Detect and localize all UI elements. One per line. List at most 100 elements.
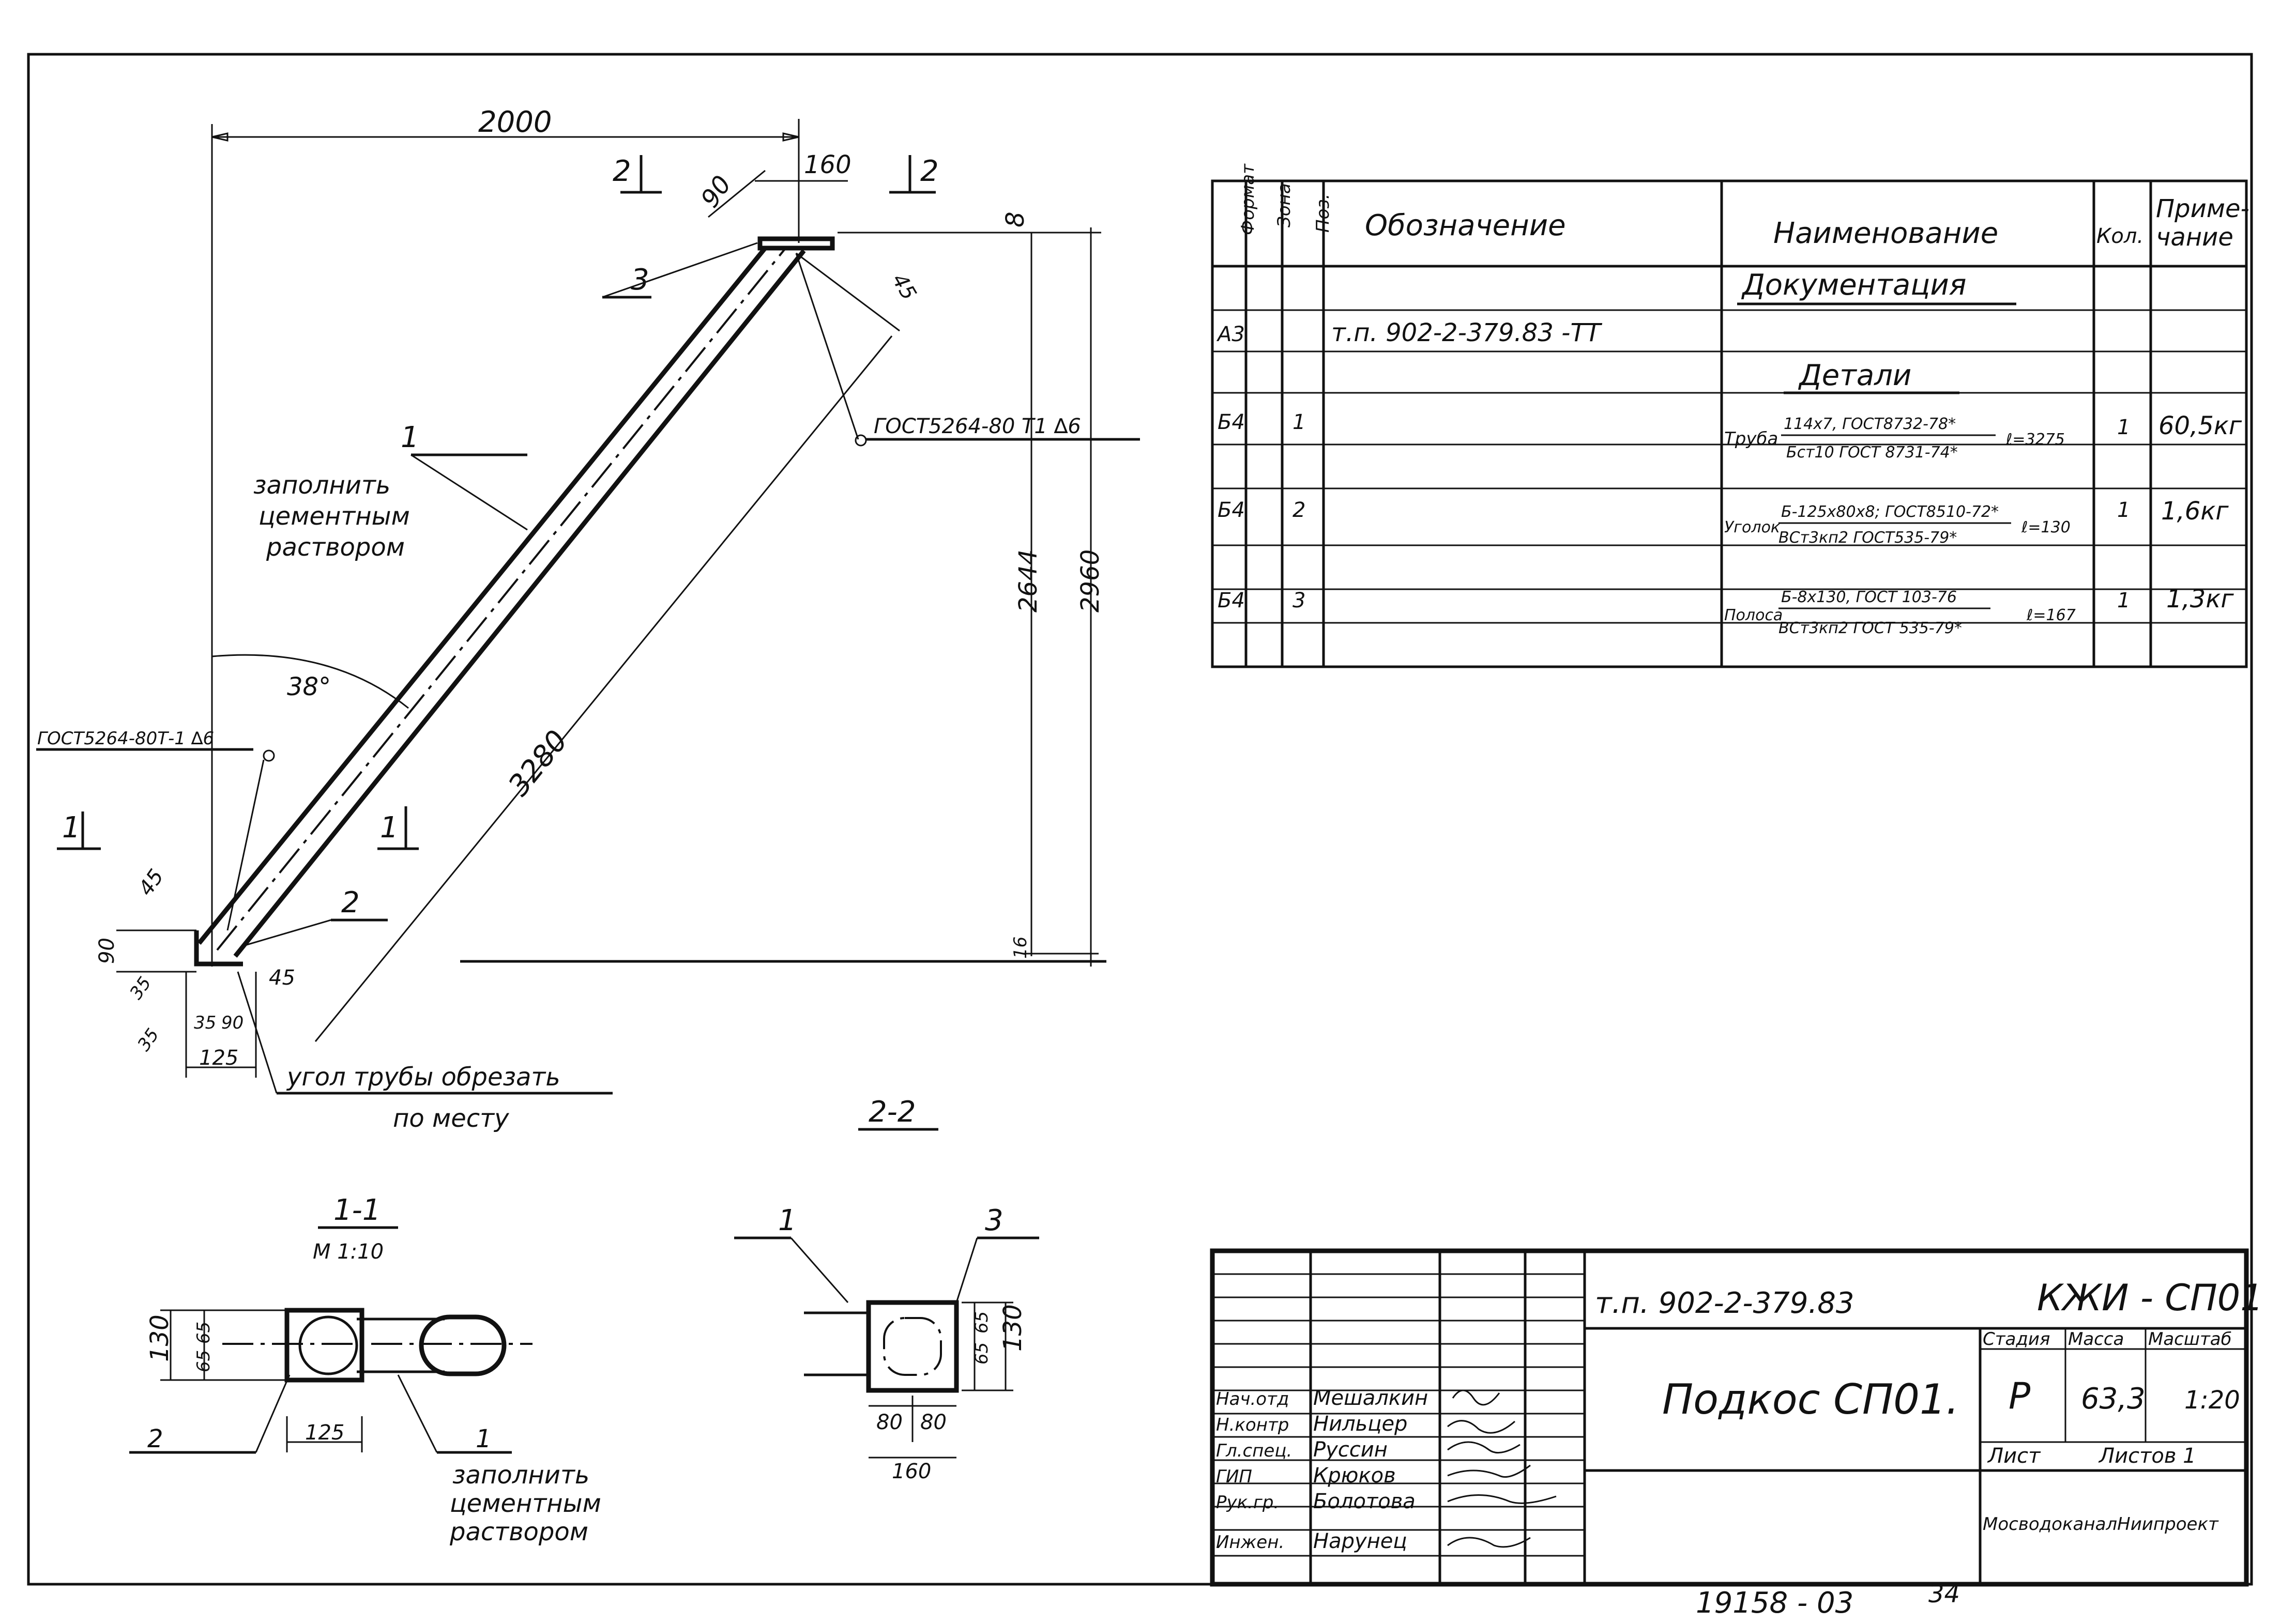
tb-name-1: Мешалкин (1313, 1386, 1428, 1410)
dim-angle-38: 38° (287, 672, 331, 701)
spec-table: Формат Зона Поз. Обозначение Наименовани… (1211, 163, 2249, 668)
tb-scale-label: Масштаб (2148, 1329, 2232, 1350)
section-1-1-dim-65b: 65 (193, 1350, 214, 1372)
section-1-1-dim-65a: 65 (193, 1322, 214, 1344)
callout-1: 1 (401, 421, 419, 454)
dim-2960: 2960 (1076, 549, 1105, 612)
spec-row2-len: ℓ=130 (2021, 518, 2071, 537)
dim-3280: 3280 (502, 724, 574, 803)
dim-45-top: 45 (887, 270, 921, 304)
tb-mass-label: Масса (2068, 1329, 2124, 1350)
signatures (1447, 1389, 1557, 1548)
section-1-1-title: 1-1 (333, 1193, 381, 1227)
tb-sheet-code: КЖИ - СП01 (2037, 1277, 2263, 1319)
tb-name-3: Руссин (1313, 1438, 1388, 1462)
section-2-2-title: 2-2 (869, 1095, 916, 1129)
section-1-1-note-2: цементным (450, 1489, 601, 1518)
footer-archive-number: 19158 - 03 (1696, 1586, 1853, 1620)
spec-row3-format: Б4 (1218, 589, 1245, 612)
spec-row1-bottom: Бст10 ГОСТ 8731-74* (1786, 443, 1958, 462)
spec-row2-prefix: Уголок (1724, 518, 1780, 537)
spec-header-pos: Поз. (1313, 194, 1333, 233)
cut-note-line-2: по месту (393, 1104, 509, 1133)
section-1-1-angle (284, 1308, 364, 1383)
spec-row3-prefix: Полоса (1724, 606, 1783, 624)
section-1-1-dim-125: 125 (305, 1421, 344, 1445)
spec-row1-format: Б4 (1218, 410, 1245, 434)
section-2-2-dim-130: 130 (998, 1304, 1027, 1352)
spec-section-docs: Документация (1741, 268, 1966, 302)
section-2-2: 2-2 1 3 65 65 130 80 80 160 (734, 1095, 1039, 1483)
top-plate (757, 236, 835, 251)
dim-16: 16 (1010, 937, 1031, 959)
spec-row3-top: Б-8х130, ГОСТ 103-76 (1781, 588, 1957, 606)
tb-role-4: ГИП (1216, 1466, 1252, 1487)
tb-org: МосводоканалНиипроект (1983, 1514, 2219, 1535)
spec-row1-len: ℓ=3275 (2005, 431, 2065, 449)
spec-header-designation: Обозначение (1365, 209, 1566, 242)
spec-row2-format: Б4 (1218, 498, 1245, 522)
bottom-angle (194, 930, 243, 967)
spec-header-note-2: чание (2156, 223, 2233, 252)
dim-2000: 2000 (478, 105, 552, 139)
tb-role-1: Нач.отд (1216, 1389, 1289, 1409)
tb-project-code: т.п. 902-2-379.83 (1595, 1286, 1854, 1320)
section-mark-1-mid: 1 (380, 811, 399, 845)
title-block: Нач.отд Мешалкин Н.контр Нильцер Гл.спец… (1210, 1248, 2263, 1587)
spec-row2-top: Б-125х80х8; ГОСТ8510-72* (1781, 503, 1999, 521)
tb-role-2: Н.контр (1216, 1415, 1289, 1435)
dim-90-bl: 90 (95, 938, 119, 964)
section-1-1-pipe-right (419, 1314, 507, 1376)
spec-row2-pos: 2 (1293, 498, 1305, 522)
dim-35-a: 35 (126, 973, 156, 1003)
weld-note-bottom: ГОСТ5264-80Т-1 ∆6 (37, 728, 214, 749)
dim-45-bl: 45 (134, 865, 169, 900)
section-2-2-callout-1: 1 (778, 1204, 797, 1237)
section-1-1-note-1: заполнить (452, 1461, 589, 1490)
spec-doc-designation: т.п. 902-2-379.83 -ТТ (1331, 318, 1603, 347)
spec-row3-len: ℓ=167 (2026, 606, 2076, 624)
spec-header-note: Приме- (2156, 194, 2249, 223)
tb-scale: 1:20 (2184, 1386, 2240, 1415)
spec-row3-qty: 1 (2117, 589, 2130, 612)
spec-row3-note: 1,3кг (2166, 585, 2234, 614)
spec-row1-top: 114х7, ГОСТ8732-78* (1784, 415, 1956, 433)
section-1-1-pipe-left (298, 1315, 358, 1375)
dim-35-c: 35 (133, 1025, 163, 1055)
section-2-2-plate (866, 1300, 959, 1393)
section-2-2-callout-3: 3 (985, 1204, 1003, 1237)
dim-160-top: 160 (804, 150, 852, 179)
spec-row1-note: 60,5кг (2158, 411, 2242, 440)
spec-header-name: Наименование (1773, 217, 1998, 250)
tb-role-6: Инжен. (1216, 1532, 1284, 1553)
section-2-2-dim-80a: 80 (876, 1411, 903, 1434)
spec-header-qty: Кол. (2096, 224, 2143, 248)
tb-stage-label: Стадия (1983, 1329, 2050, 1350)
section-2-2-dim-80b: 80 (920, 1411, 947, 1434)
spec-row1-qty: 1 (2117, 416, 2130, 439)
spec-header-format: Формат (1238, 163, 1258, 235)
tb-role-3: Гл.спец. (1216, 1441, 1292, 1461)
spec-row2-note: 1,6кг (2161, 497, 2229, 526)
section-1-1-note-3: раствором (449, 1518, 588, 1546)
spec-row2-qty: 1 (2117, 498, 2130, 522)
spec-header-zone: Зона (1274, 183, 1295, 227)
callout-3: 3 (631, 263, 649, 297)
dim-125-bl: 125 (199, 1046, 238, 1070)
tb-name-6: Нарунец (1313, 1529, 1407, 1553)
section-mark-2-right: 2 (920, 155, 939, 188)
tb-name-5: Болотова (1313, 1490, 1416, 1513)
dim-8: 8 (1001, 211, 1030, 227)
cut-note-line-1: угол трубы обрезать (286, 1063, 560, 1092)
fill-note-line-2: цементным (259, 502, 410, 531)
spec-row3-bottom: ВСт3кп2 ГОСТ 535-79* (1778, 619, 1962, 637)
spec-doc-format: А3 (1216, 323, 1245, 346)
section-1-1-callout-2: 2 (147, 1424, 163, 1453)
section-2-2-dim-160: 160 (892, 1460, 931, 1483)
tb-sheets-label: Листов 1 (2098, 1444, 2196, 1468)
spec-row2-bottom: ВСт3кп2 ГОСТ535-79* (1778, 529, 1957, 547)
section-1-1-callout-1: 1 (476, 1424, 492, 1453)
fill-note-line-1: заполнить (253, 471, 390, 500)
fill-note-line-3: раствором (266, 533, 405, 562)
